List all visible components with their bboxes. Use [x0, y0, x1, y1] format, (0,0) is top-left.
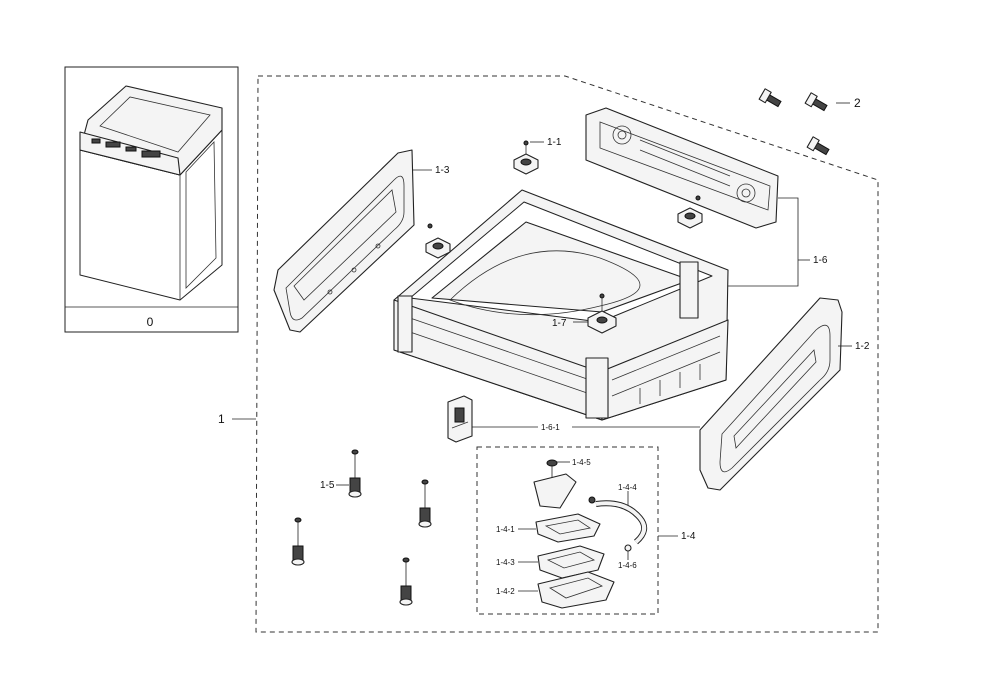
- suspension-mounts-1-1: [425, 140, 703, 259]
- part-1-4-6: [624, 544, 632, 560]
- washer-illustration: [79, 85, 223, 301]
- label-2: 2: [854, 96, 861, 110]
- base-frame: [393, 189, 729, 421]
- part-1-4-1: [535, 513, 601, 543]
- leader-1-6-bracket: [728, 197, 799, 287]
- subassembly-1-4-boundary: [476, 446, 659, 615]
- right-side-panel-1-2: [699, 297, 843, 491]
- left-side-panel-1-3: [273, 149, 415, 333]
- label-1-4-6: 1-4-6: [618, 561, 637, 570]
- center-mount-1-7: [587, 293, 617, 334]
- label-1-3: 1-3: [435, 165, 450, 176]
- label-1-4-2: 1-4-2: [496, 587, 515, 596]
- inset-complete-unit: 0: [64, 66, 239, 333]
- label-1-2: 1-2: [855, 341, 870, 352]
- bracket-1-6-1: [447, 395, 473, 443]
- label-1-1: 1-1: [547, 137, 562, 148]
- label-1-4-3: 1-4-3: [496, 558, 515, 567]
- part-1-4-2: [537, 571, 615, 609]
- label-1-6: 1-6: [813, 255, 828, 266]
- label-1-6-1: 1-6-1: [541, 423, 560, 432]
- label-0: 0: [147, 315, 154, 329]
- label-1-4-1: 1-4-1: [496, 525, 515, 534]
- label-1-7: 1-7: [552, 318, 567, 329]
- rear-frame-panel-1-6: [585, 107, 779, 229]
- label-1-5: 1-5: [320, 480, 335, 491]
- leveling-feet-1-5: [291, 449, 432, 606]
- screws-part-2: [758, 88, 830, 156]
- part-1-4-5: [533, 459, 577, 509]
- assembly-1-boundary: [255, 75, 879, 633]
- label-1-4-5: 1-4-5: [572, 458, 591, 467]
- label-1-4: 1-4: [681, 531, 696, 542]
- part-1-4-4-hose: [588, 496, 648, 545]
- label-1-4-4: 1-4-4: [618, 483, 637, 492]
- part-1-4-3: [537, 545, 605, 579]
- label-1: 1: [218, 412, 225, 426]
